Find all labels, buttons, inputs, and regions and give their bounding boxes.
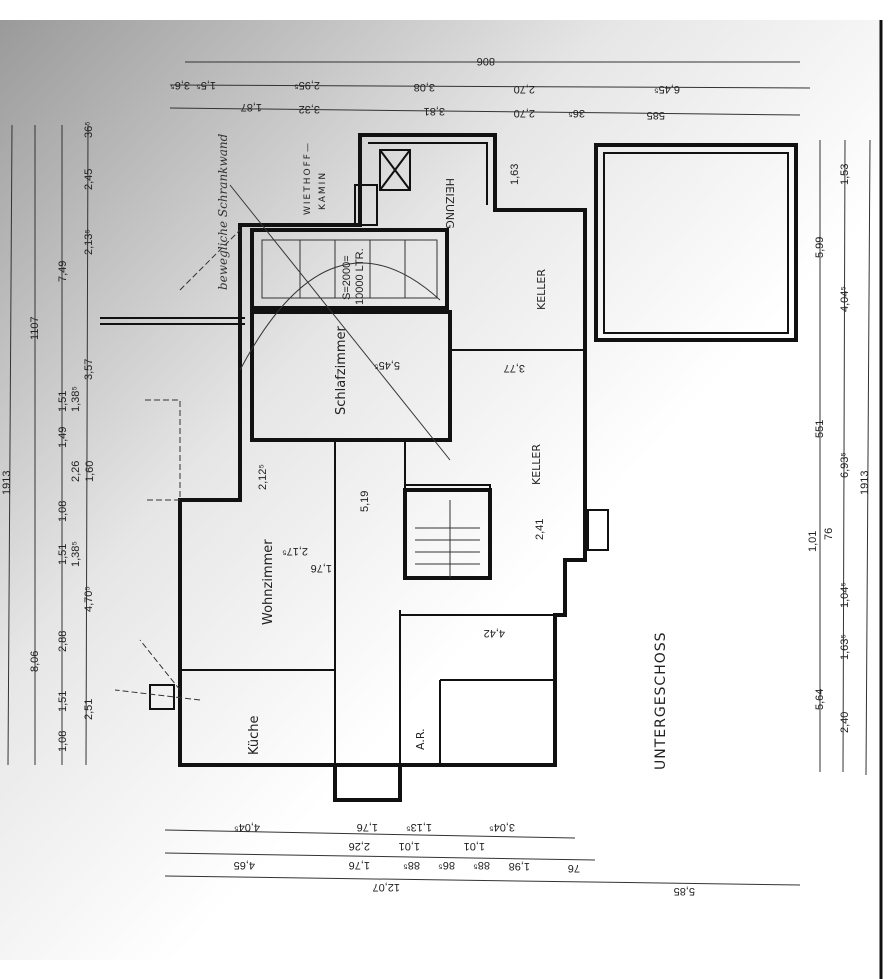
dim-label: 3,04⁵ <box>489 821 515 833</box>
dim-label: 1,01 <box>399 840 420 852</box>
dim-label: 3,08 <box>414 81 435 93</box>
dim-label: 1,63⁵ <box>839 634 851 660</box>
dim-label: 4,65 <box>234 859 255 871</box>
room-label-kueche: Küche <box>247 715 262 755</box>
dim-label: 1,08 <box>57 731 69 752</box>
dimension-lines <box>7 61 871 886</box>
dim-label: 1,60 <box>84 461 96 482</box>
dim-label: 2,51 <box>83 699 95 720</box>
interior-dimensions: 5,45⁵ 3,77 2,12⁵ 5,19 2,41 4,42 2,17⁵ 1,… <box>257 164 546 639</box>
dim-label: 76 <box>823 528 835 540</box>
dim-label: 3,32 <box>299 103 320 115</box>
room-label-schlafzimmer: Schlafzimmer <box>334 325 349 415</box>
dim-label: 1,01 <box>464 840 485 852</box>
dim-label: 1,76 <box>357 821 378 833</box>
left-dimensions: 1913 1107 8,06 7,49 2,88 1,51 1,51 1,51 … <box>1 121 96 752</box>
dim-label: 3,81 <box>424 105 445 117</box>
tank-label-1: S=2000= <box>341 255 353 300</box>
dim-label: 1,76 <box>311 562 332 574</box>
dim-label: 3,77 <box>504 362 525 374</box>
dim-label: 5,99 <box>814 237 826 258</box>
hatched-annex <box>594 143 798 342</box>
dim-label: 2,70 <box>514 107 535 119</box>
right-dimensions: 5,99 551 5,64 1,53 4,04⁵ 6,93⁵ 2,40 1913… <box>807 164 871 733</box>
top-dimensions: 806 3,6⁵ 1,5⁵ 2,95⁵ 3,08 2,70 6,45⁵ 3,32… <box>170 55 680 121</box>
room-label-keller-lower: KELLER <box>530 444 543 485</box>
dim-label: 1,98 <box>509 860 530 872</box>
dim-label: 6,93⁵ <box>839 452 851 478</box>
dim-label: 2,12⁵ <box>257 464 269 490</box>
dim-label: 2,41 <box>534 519 546 540</box>
dim-label: 4,04⁵ <box>234 821 260 833</box>
dim-label: 36⁵ <box>83 121 95 138</box>
dim-label: 3,6⁵ <box>170 79 190 91</box>
tank-label-2: 10000 LTR. <box>354 248 366 305</box>
dim-label: 5,45⁵ <box>374 359 400 371</box>
dim-label: 551 <box>814 420 826 438</box>
dim-label: 1,63 <box>509 164 521 185</box>
dim-label: 8,06 <box>29 651 41 672</box>
dim-label: 2,26 <box>349 840 370 852</box>
kamin-label-2: KAMIN <box>318 171 328 210</box>
room-label-heizung: HEIZUNG <box>443 178 456 229</box>
dim-label: 1,76 <box>349 859 370 871</box>
dim-label: 4,42 <box>484 627 505 639</box>
dim-label: 76 <box>568 862 580 874</box>
staircase <box>403 488 492 580</box>
dim-label: 2,95⁵ <box>294 79 320 91</box>
dim-label: 1,13⁵ <box>406 821 432 833</box>
dim-label: 2,70 <box>514 83 535 95</box>
dim-label: 86⁵ <box>438 859 455 871</box>
dim-label: 12,07 <box>372 881 400 893</box>
dim-label: 2,13⁵ <box>83 229 95 255</box>
walls <box>100 133 798 802</box>
dim-label: 1,5⁵ <box>196 79 216 91</box>
dim-label: 806 <box>477 55 495 67</box>
room-label-abstellraum: A.R. <box>414 728 427 750</box>
dim-label: 5,64 <box>814 689 826 710</box>
dim-label: 1,38⁵ <box>70 386 82 412</box>
dim-label: 1107 <box>29 316 41 340</box>
chimney <box>149 684 175 710</box>
dim-label: 36⁵ <box>568 107 585 119</box>
bottom-dimensions: 4,04⁵ 1,76 1,13⁵ 3,04⁵ 4,65 1,76 2,26 88… <box>234 821 695 897</box>
dim-label: 4,04⁵ <box>839 286 851 312</box>
dim-label: 7,49 <box>57 261 69 282</box>
dim-label: 2,17⁵ <box>282 545 308 557</box>
dim-label: 4,70⁵ <box>83 586 95 612</box>
dim-label: 2,40 <box>839 712 851 733</box>
dim-label: 5,85 <box>674 885 695 897</box>
handwritten-note: bewegliche Schrankwand <box>216 133 230 290</box>
dim-label: 88⁵ <box>403 859 420 871</box>
room-label-wohnzimmer: Wohnzimmer <box>261 539 276 625</box>
dim-label: 1,38⁵ <box>70 541 82 567</box>
dim-label: 88⁵ <box>473 859 490 871</box>
dim-label: 3,57 <box>83 359 95 380</box>
dim-label: 5,19 <box>359 491 371 512</box>
kamin-label-1: WIETHOFF— <box>303 141 313 215</box>
dim-label: 1,01 <box>807 531 819 552</box>
dim-label: 1,08 <box>57 501 69 522</box>
dim-label: 585 <box>647 109 665 121</box>
dim-label: 2,88 <box>57 631 69 652</box>
floor-title: UNTERGESCHOSS <box>653 631 669 770</box>
dim-label: 2,26 <box>70 461 82 482</box>
dim-label: 6,45⁵ <box>654 83 680 95</box>
tank-room-wall <box>250 228 449 310</box>
dim-label: 1,51 <box>57 544 69 565</box>
room-label-keller-upper: KELLER <box>535 269 548 310</box>
dim-label: 1913 <box>859 471 871 495</box>
dim-label: 1913 <box>1 471 13 495</box>
dim-label: 1,53 <box>839 164 851 185</box>
dim-label: 1,87 <box>241 101 262 113</box>
dim-label: 1,04⁵ <box>839 582 851 608</box>
dim-label: 2,45 <box>83 169 95 190</box>
dim-label: 1,51 <box>57 391 69 412</box>
dim-label: 1,51 <box>57 691 69 712</box>
dim-label: 1,49 <box>57 427 69 448</box>
